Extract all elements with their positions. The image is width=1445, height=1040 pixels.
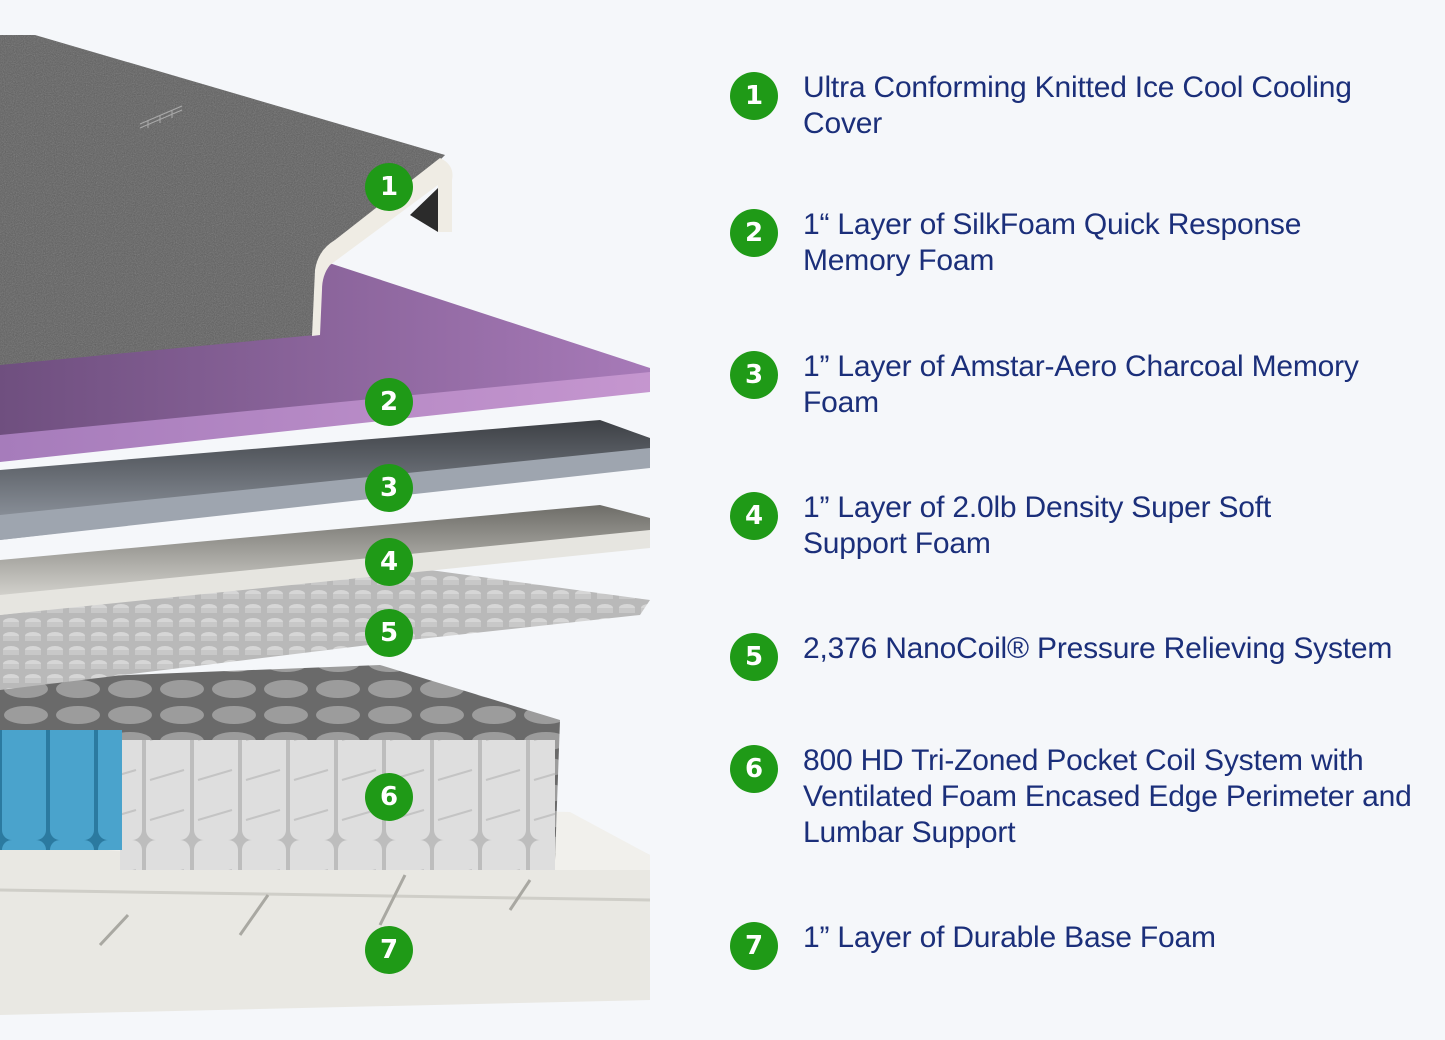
number-badge: 6	[730, 745, 778, 793]
legend-label: 800 HD Tri-Zoned Pocket Coil System with…	[803, 744, 1412, 849]
illustration-badge-2: 2	[365, 378, 413, 426]
illustration-badge-7: 7	[365, 926, 413, 974]
legend-item-4: 4 1” Layer of 2.0lb Density Super Soft S…	[730, 490, 1430, 562]
legend-label: 2,376 NanoCoil® Pressure Relieving Syste…	[803, 632, 1393, 665]
number-badge: 2	[730, 209, 778, 257]
legend-item-5: 5 2,376 NanoCoil® Pressure Relieving Sys…	[730, 631, 1430, 681]
legend-label: 1“ Layer of SilkFoam Quick Response Memo…	[803, 208, 1302, 277]
number-badge: 4	[730, 492, 778, 540]
layer-3-charcoal-foam	[0, 420, 650, 540]
number-badge: 7	[730, 922, 778, 970]
illustration-badge-3: 3	[365, 464, 413, 512]
layer-1-cooling-cover	[0, 35, 453, 365]
legend-label: Ultra Conforming Knitted Ice Cool Coolin…	[803, 71, 1352, 140]
legend-item-7: 7 1” Layer of Durable Base Foam	[730, 920, 1430, 970]
layer-4-support-foam	[0, 505, 650, 615]
legend-label: 1” Layer of Amstar-Aero Charcoal Memory …	[803, 350, 1359, 419]
legend-item-1: 1 Ultra Conforming Knitted Ice Cool Cool…	[730, 70, 1430, 142]
number-badge: 3	[730, 351, 778, 399]
brand-tag-icon	[139, 105, 183, 129]
number-badge: 1	[730, 72, 778, 120]
layer-5-nanocoils	[0, 570, 650, 690]
legend-label: 1” Layer of 2.0lb Density Super Soft Sup…	[803, 491, 1272, 560]
illustration-badge-5: 5	[365, 609, 413, 657]
legend-item-3: 3 1” Layer of Amstar-Aero Charcoal Memor…	[730, 349, 1430, 421]
legend-item-2: 2 1“ Layer of SilkFoam Quick Response Me…	[730, 207, 1430, 279]
illustration-badge-6: 6	[365, 773, 413, 821]
illustration-badge-4: 4	[365, 538, 413, 586]
legend-item-6: 6 800 HD Tri-Zoned Pocket Coil System wi…	[730, 743, 1430, 851]
legend-label: 1” Layer of Durable Base Foam	[803, 921, 1216, 954]
number-badge: 5	[730, 633, 778, 681]
mattress-cutaway-illustration	[0, 35, 651, 1015]
illustration-badge-1: 1	[365, 163, 413, 211]
layer-6-pocket-coils	[0, 665, 560, 870]
